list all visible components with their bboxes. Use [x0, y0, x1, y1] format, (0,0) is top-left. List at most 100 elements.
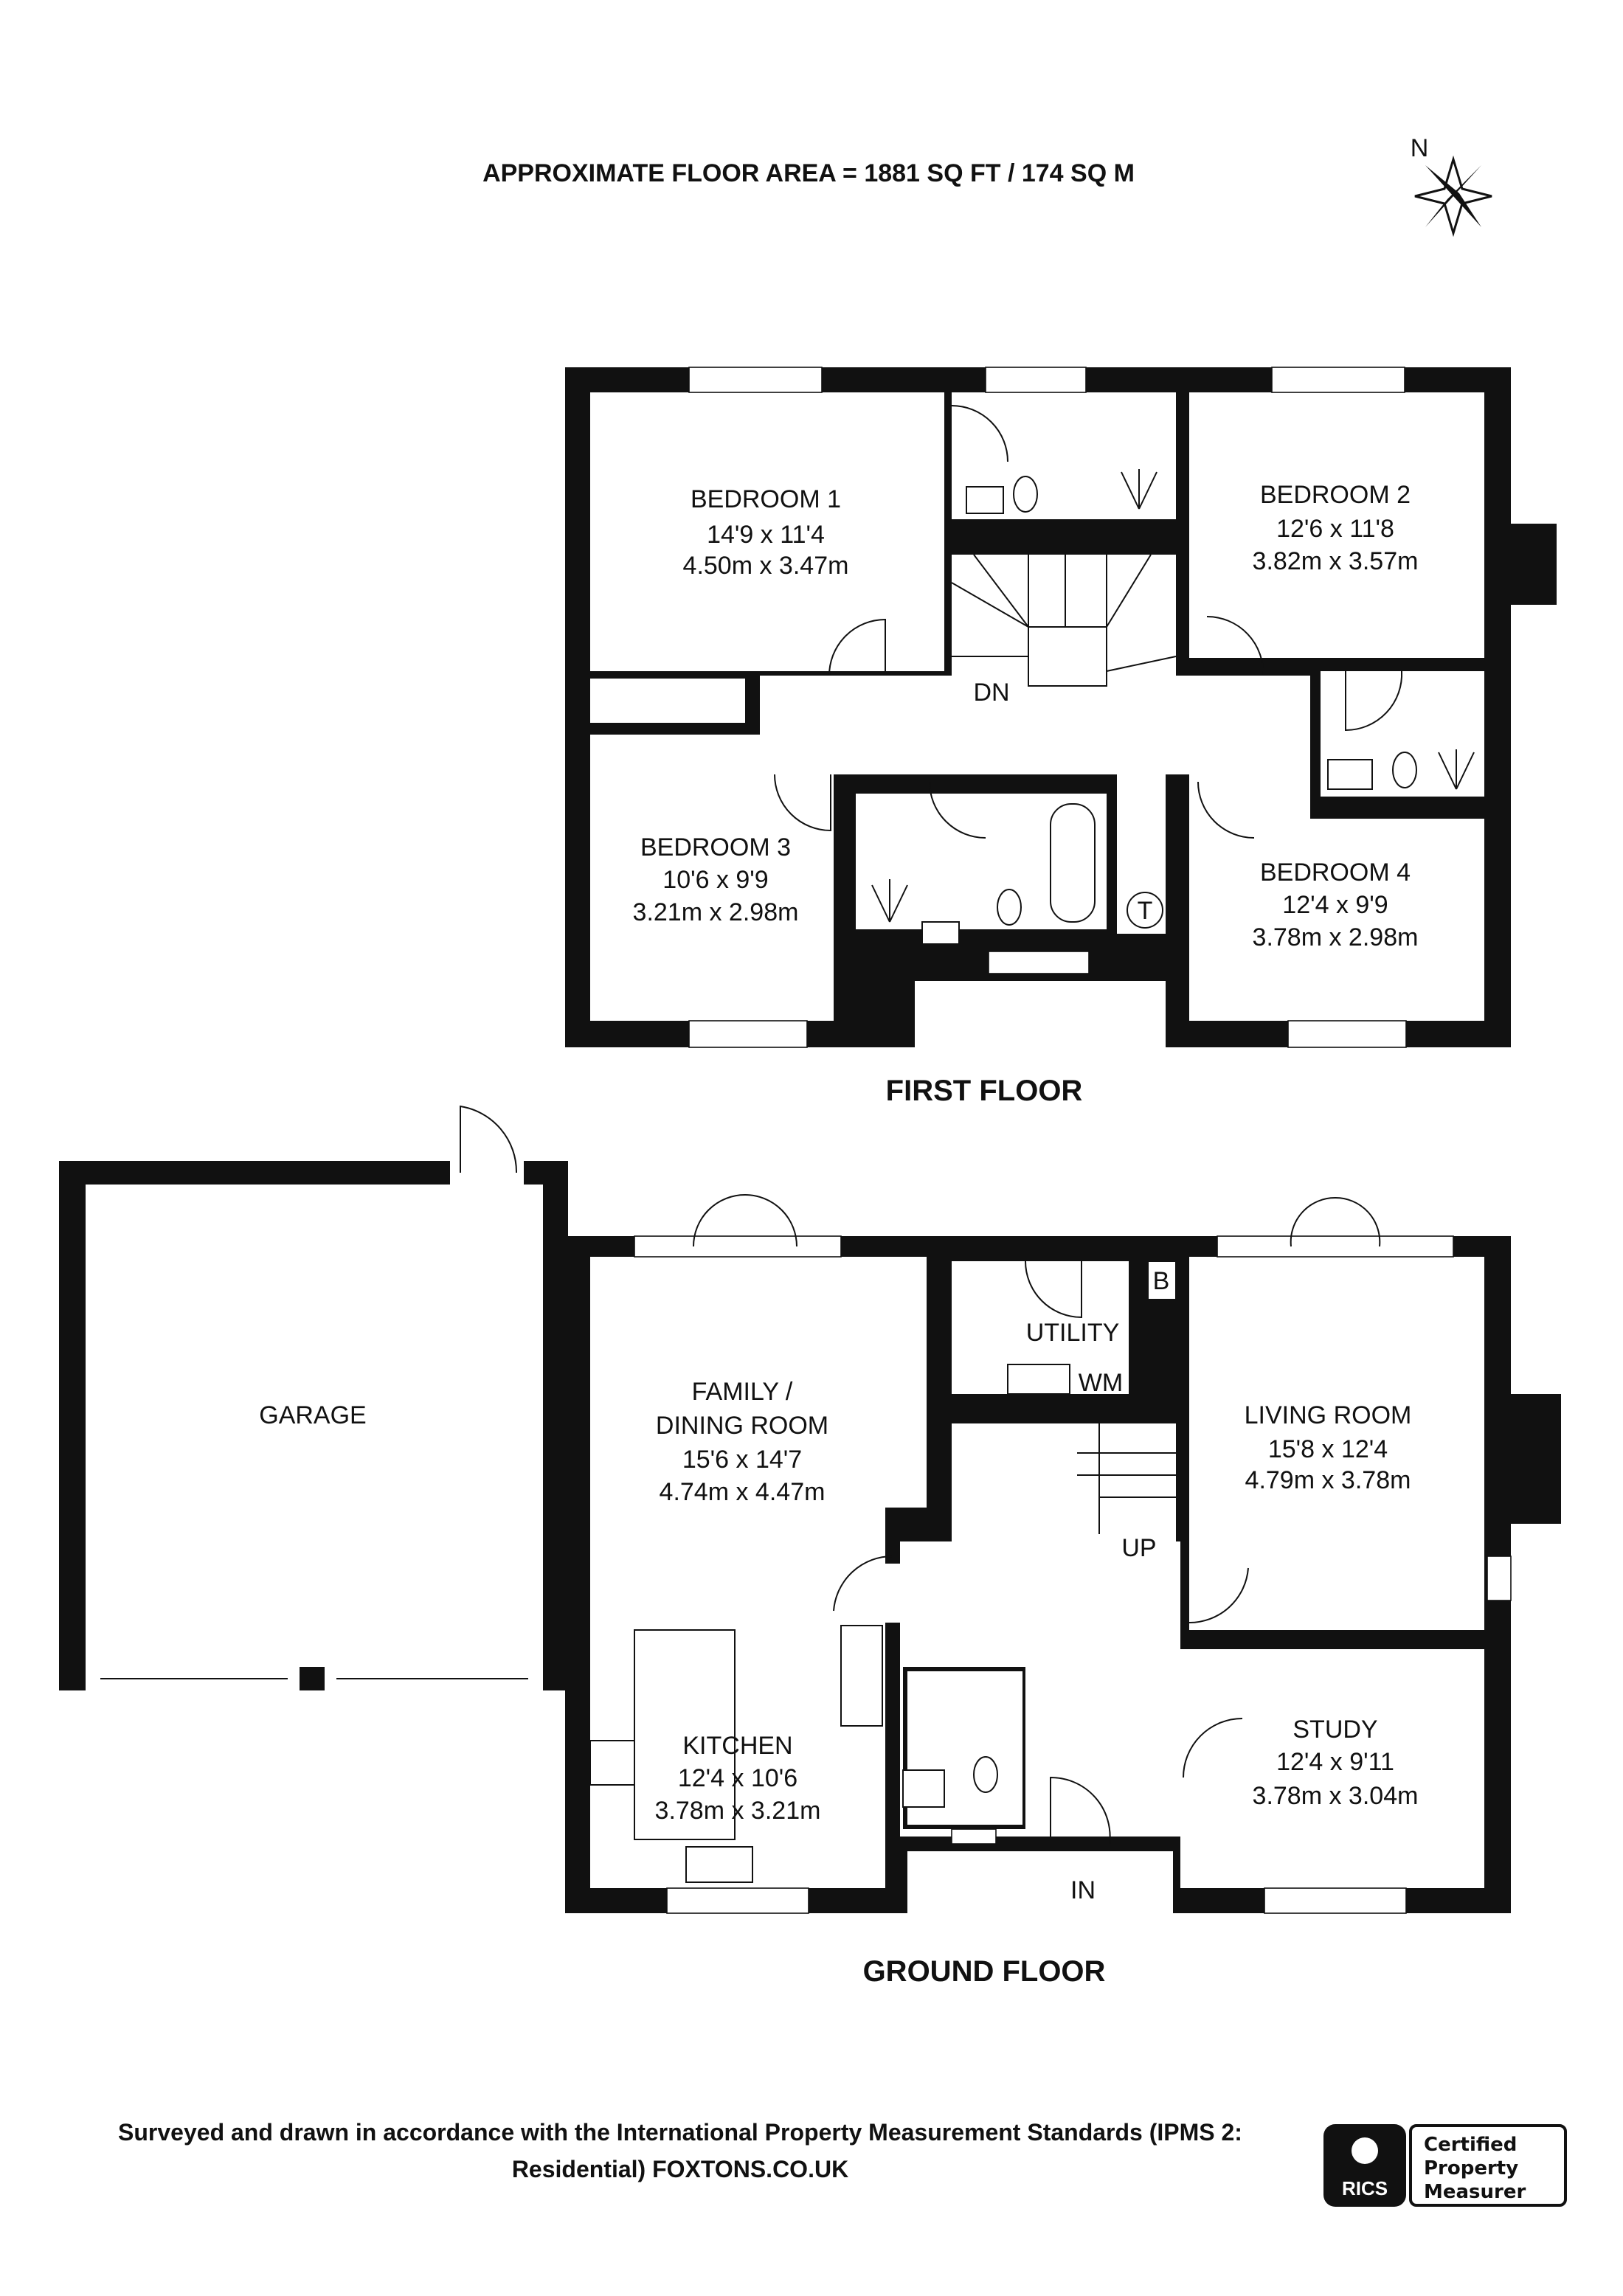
door [951, 405, 1008, 462]
toilet-icon [973, 1756, 998, 1793]
hob-icon [589, 1740, 635, 1786]
room-metric: 4.74m x 4.47m [660, 1478, 826, 1506]
window [688, 1020, 808, 1048]
kitchen-counter [634, 1629, 736, 1840]
room-imperial: 15'6 x 14'7 [682, 1446, 802, 1474]
compass-icon: N [1411, 134, 1492, 237]
door [693, 1194, 797, 1247]
cupboard [840, 1625, 883, 1727]
first-floor-plan: T BEDROOM 1 14'9 x 11'4 4.50m x 3.47m BE… [565, 367, 1557, 1107]
sink-icon [1007, 1364, 1070, 1395]
compass-north-label: N [1411, 134, 1429, 162]
utility-label: UTILITY [1026, 1319, 1120, 1347]
toilet-icon [997, 889, 1022, 926]
room-name: BEDROOM 1 [691, 485, 841, 513]
stairs-icon [951, 554, 1177, 687]
bath-icon [1050, 803, 1096, 923]
door [929, 781, 986, 839]
door [828, 618, 886, 676]
rics-badge: RICS Certified Property Measurer [1323, 2124, 1567, 2207]
basin-icon [902, 1769, 945, 1808]
door [1290, 1196, 1381, 1247]
stairs-icon [1077, 1423, 1176, 1534]
basin-icon [921, 921, 960, 945]
room-name: STUDY [1292, 1716, 1377, 1744]
window [985, 367, 1087, 393]
bedroom-4 [1189, 819, 1484, 1021]
room-metric: 4.79m x 3.78m [1245, 1466, 1411, 1494]
stairs-down-label: DN [973, 679, 1009, 707]
door [1197, 781, 1255, 839]
room-name: DINING ROOM [656, 1412, 828, 1440]
window [1271, 367, 1405, 393]
toilet-icon [1392, 752, 1417, 788]
boiler [1147, 1260, 1177, 1300]
door [833, 1555, 893, 1612]
window [1287, 1020, 1407, 1048]
footer-text-line1: Surveyed and drawn in accordance with th… [118, 2119, 1242, 2146]
living-room [1189, 1257, 1484, 1630]
toilet-icon [1013, 476, 1038, 513]
room-imperial: 12'6 x 11'8 [1276, 515, 1394, 543]
cupboard-label: T [1138, 897, 1153, 925]
room-name: FAMILY / [692, 1378, 793, 1406]
room-imperial: 10'6 x 9'9 [662, 866, 768, 894]
staircase [952, 555, 1176, 687]
room-imperial: 12'4 x 9'11 [1276, 1748, 1394, 1776]
door [1206, 615, 1264, 676]
room-imperial: 14'9 x 11'4 [707, 521, 825, 549]
basin-icon [1327, 759, 1373, 790]
window [988, 951, 1090, 974]
room-metric: 3.21m x 2.98m [633, 898, 799, 926]
wardrobe [590, 679, 745, 723]
washing-machine-label: WM [1079, 1369, 1123, 1397]
badge-line2: Property [1424, 2157, 1518, 2179]
footer-text-line2: Residential) FOXTONS.CO.UK [512, 2156, 848, 2182]
garage [86, 1185, 543, 1671]
window [688, 367, 823, 393]
door [1345, 670, 1403, 732]
door [460, 1105, 518, 1173]
room-metric: 3.78m x 2.98m [1253, 923, 1419, 951]
door [1183, 1718, 1243, 1778]
ground-floor-title: GROUND FLOOR [863, 1955, 1106, 1988]
shower-icon [871, 879, 908, 923]
window [1487, 1555, 1512, 1601]
room-name: BEDROOM 2 [1260, 481, 1411, 509]
window [951, 1828, 997, 1845]
room-imperial: 12'4 x 10'6 [678, 1764, 797, 1792]
boiler-label: B [1153, 1267, 1170, 1295]
room-name: BEDROOM 4 [1260, 859, 1411, 887]
bedroom-2 [1189, 392, 1484, 658]
rics-logo: RICS [1342, 2177, 1388, 2199]
bedroom-3 [590, 735, 834, 1021]
door [1025, 1239, 1082, 1319]
room-metric: 3.82m x 3.57m [1253, 547, 1419, 575]
staircase [952, 1423, 1176, 1541]
stairs-up-label: UP [1121, 1534, 1156, 1562]
ground-floor-plan: B WM GARAGE FA [59, 1105, 1561, 1988]
door [1188, 1567, 1249, 1624]
first-floor-title: FIRST FLOOR [886, 1075, 1083, 1107]
window [1264, 1887, 1407, 1914]
sink-icon [685, 1846, 753, 1883]
french-doors [634, 1235, 842, 1258]
room-imperial: 15'8 x 12'4 [1268, 1435, 1388, 1463]
basin-icon [966, 486, 1004, 514]
room-name: KITCHEN [682, 1732, 792, 1760]
landing [760, 676, 1310, 774]
french-doors [1217, 1235, 1454, 1258]
front-door[interactable] [1050, 1776, 1111, 1845]
room-name: LIVING ROOM [1245, 1401, 1412, 1429]
room-metric: 3.78m x 3.21m [655, 1797, 821, 1825]
badge-line1: Certified [1424, 2134, 1517, 2156]
garage-label: GARAGE [259, 1401, 366, 1429]
shower-icon [1438, 749, 1475, 790]
room-name: BEDROOM 3 [640, 833, 791, 861]
room-imperial: 12'4 x 9'9 [1282, 891, 1388, 919]
badge-line3: Measurer [1424, 2181, 1526, 2203]
study [1180, 1649, 1484, 1888]
floor-area-title: APPROXIMATE FLOOR AREA = 1881 SQ FT / 17… [482, 159, 1135, 187]
door [774, 774, 831, 832]
